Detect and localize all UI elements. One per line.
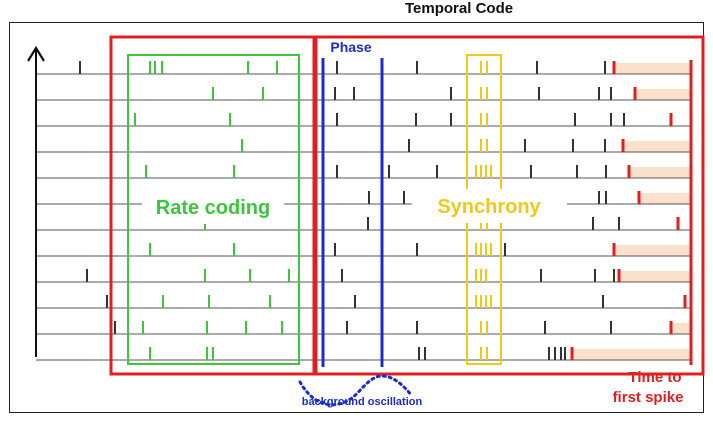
synchrony-label-bg <box>412 189 567 223</box>
first-spike-shading-group <box>572 63 691 360</box>
first-spike-shade <box>619 271 691 282</box>
first-spike-shade <box>639 193 691 204</box>
first-spike-shade <box>635 89 691 100</box>
first-spike-shade <box>623 141 691 152</box>
up-arrow-icon <box>27 45 45 62</box>
synchrony-label: Synchrony <box>437 196 541 218</box>
background-oscillation-wave <box>298 374 414 407</box>
first-spike-shade <box>572 349 691 360</box>
temporal-code-frame-right <box>312 35 705 376</box>
phase-label: Phase <box>330 39 371 55</box>
background-oscillation-label: background oscillation <box>302 396 423 408</box>
rate-coding-label: Rate coding <box>156 197 270 219</box>
first-spike-shade <box>671 323 691 334</box>
spike-marks <box>79 61 687 360</box>
first-spike-shade <box>629 167 691 178</box>
figure-title: Temporal Code <box>405 0 514 17</box>
first-spike-shade <box>614 63 691 74</box>
temporal-code-frame-left <box>109 35 318 376</box>
first-spike-shade <box>614 245 691 256</box>
spike-train-lines <box>36 73 691 361</box>
rate-coding-label-bg <box>142 190 284 224</box>
first-spike-label-line2: first spike <box>613 389 684 406</box>
first-spike-label-line1: Time to <box>628 369 681 386</box>
rate-coding-box <box>127 54 300 365</box>
